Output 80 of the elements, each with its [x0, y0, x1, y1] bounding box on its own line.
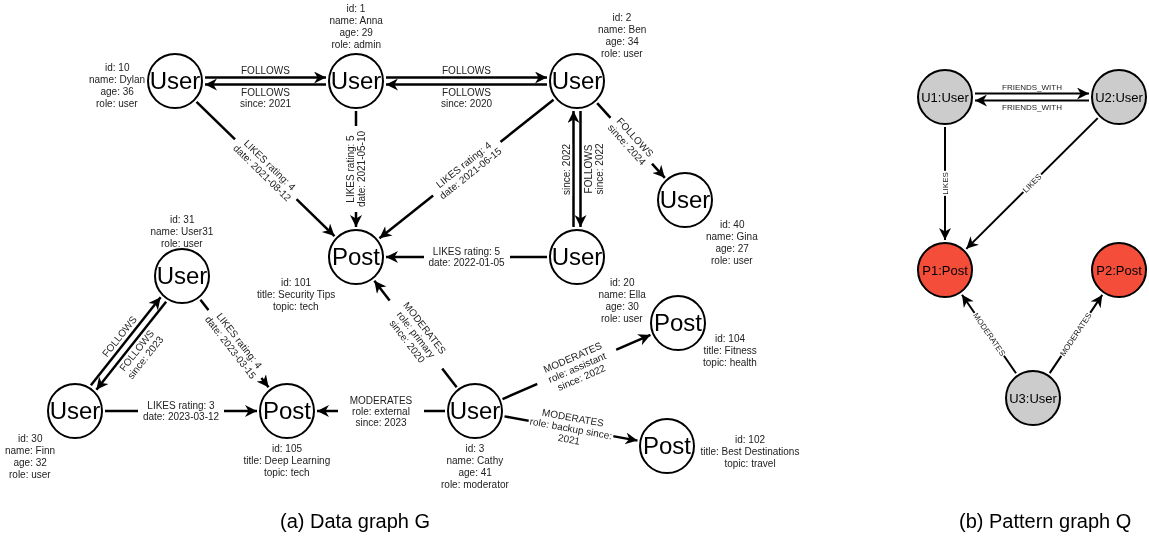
- attribute-text: id: 31: [170, 214, 195, 226]
- attribute-text: name: User31: [150, 226, 214, 238]
- attribute-text: id: 3: [465, 443, 485, 455]
- arrow: [95, 300, 168, 391]
- attribute-text: id: 1: [346, 3, 366, 15]
- attribute-text: topic: tech: [264, 467, 310, 479]
- attribute-text: topic: travel: [724, 458, 776, 470]
- attribute-text: age: 27: [715, 243, 749, 255]
- attribute-text: age: 30: [605, 301, 639, 313]
- arrow: [386, 71, 547, 84]
- arrow: [965, 117, 1099, 250]
- graph-node: User: [657, 172, 713, 228]
- caption: (b) Pattern graph Q: [959, 510, 1132, 533]
- graph-node: P2:Post: [1091, 242, 1147, 298]
- arrow: [205, 78, 326, 91]
- edge-label: FOLLOWS: [240, 64, 291, 76]
- edge-label: MODERATES role: external since: 2023: [338, 394, 424, 428]
- attribute-text: role: moderator: [441, 479, 509, 491]
- edge-label: FOLLOWS: [441, 64, 492, 76]
- attribute-text: topic: health: [703, 357, 757, 369]
- attribute-text: age: 36: [100, 86, 134, 98]
- arrow: [574, 111, 587, 227]
- attribute-text: name: Anna: [329, 15, 383, 27]
- edge-label: LIKES rating: 3 date: 2023-03-12: [138, 400, 224, 422]
- arrow: [89, 296, 162, 387]
- attribute-text: id: 40: [720, 219, 745, 231]
- attribute-text: age: 34: [605, 36, 639, 48]
- attribute-text: role: admin: [331, 39, 381, 51]
- edge-label: LIKES rating: 5 date: 2021-05-10: [345, 126, 367, 212]
- attribute-text: role: user: [96, 98, 138, 110]
- graph-node: User: [154, 248, 210, 304]
- attribute-text: id: 20: [610, 277, 635, 289]
- arrow: [386, 78, 547, 91]
- graph-node: User: [47, 383, 103, 439]
- attribute-text: id: 10: [105, 62, 130, 74]
- edge-label: LIKES: [940, 171, 950, 196]
- arrow: [974, 94, 1090, 107]
- edge-label: FRIENDS_WITH: [1001, 82, 1063, 92]
- graph-node: U2:User: [1091, 69, 1147, 125]
- attribute-text: id: 2: [612, 12, 632, 24]
- attribute-text: role: user: [711, 255, 753, 267]
- graph-node: Post: [639, 418, 695, 474]
- attribute-text: name: Dylan: [89, 74, 146, 86]
- attribute-text: title: Best Destinations: [700, 446, 800, 458]
- arrow: [567, 111, 580, 227]
- attribute-text: id: 105: [272, 443, 303, 455]
- attribute-text: role: user: [601, 313, 643, 325]
- edge-label: LIKES rating: 5 date: 2022-01-05: [423, 246, 510, 268]
- attribute-text: title: Deep Learning: [243, 455, 331, 467]
- arrow: [974, 87, 1090, 100]
- graph-node: User: [549, 229, 605, 285]
- attribute-text: age: 32: [13, 457, 47, 469]
- graph-node: User: [447, 383, 503, 439]
- attribute-text: title: Fitness: [703, 345, 757, 357]
- attribute-text: age: 41: [458, 467, 492, 479]
- graph-node: User: [328, 53, 384, 109]
- edge-label: FRIENDS_WITH: [1001, 102, 1063, 112]
- attribute-text: id: 30: [18, 433, 43, 445]
- attribute-text: name: Ella: [598, 289, 646, 301]
- attribute-text: role: user: [9, 469, 51, 481]
- graph-node: U1:User: [917, 69, 973, 125]
- attribute-text: id: 104: [715, 333, 746, 345]
- graph-node: Post: [328, 229, 384, 285]
- attribute-text: topic: tech: [273, 301, 319, 313]
- attribute-text: name: Ben: [598, 24, 647, 36]
- graph-node: P1:Post: [917, 242, 973, 298]
- graph-node: U3:User: [1005, 370, 1061, 426]
- arrow: [205, 71, 326, 84]
- caption: (a) Data graph G: [280, 510, 431, 533]
- attribute-text: id: 101: [281, 277, 312, 289]
- graph-node: User: [147, 53, 203, 109]
- attribute-text: name: Finn: [5, 445, 56, 457]
- attribute-text: name: Cathy: [446, 455, 504, 467]
- attribute-text: age: 29: [339, 27, 373, 39]
- attribute-text: name: Gina: [706, 231, 758, 243]
- attribute-text: title: Security Tips: [257, 289, 336, 301]
- attribute-text: id: 102: [735, 434, 766, 446]
- attribute-text: role: user: [161, 238, 203, 250]
- graph-node: Post: [259, 383, 315, 439]
- edge-label: since: 2022: [560, 142, 572, 196]
